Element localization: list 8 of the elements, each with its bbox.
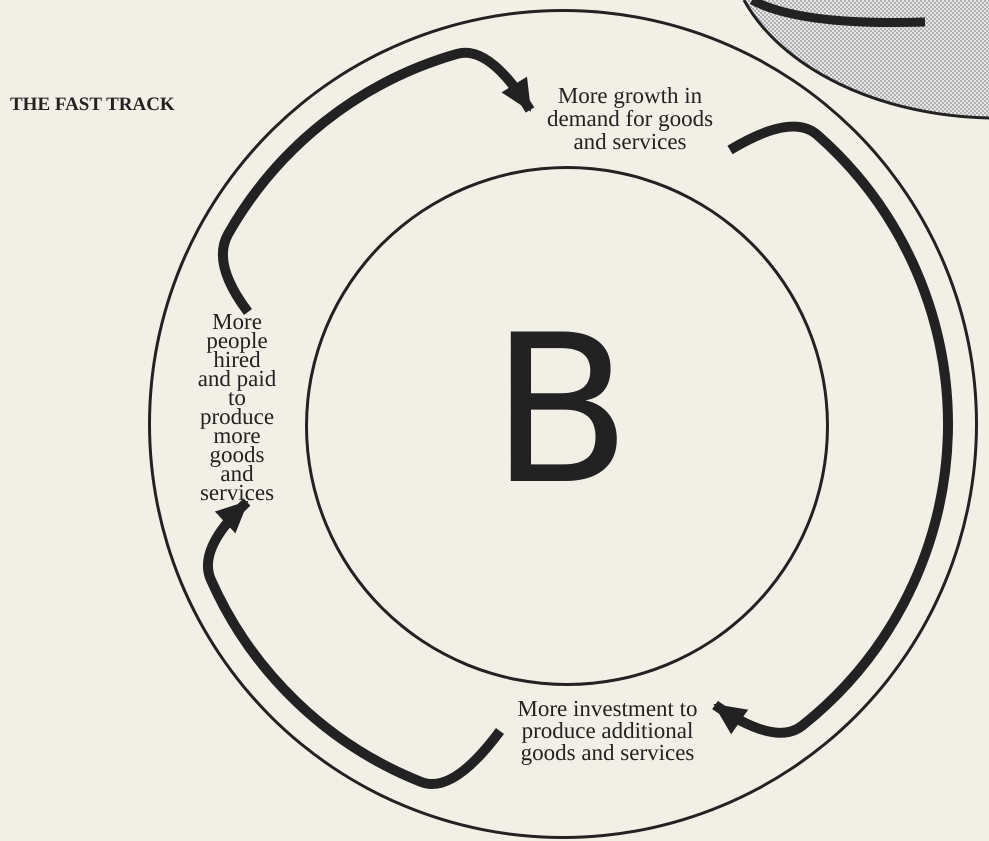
curved-arrow (203, 498, 504, 789)
curved-arrow (218, 48, 534, 315)
big-letter: B (490, 308, 632, 514)
stage-text: More people hired and paid to produce more goods and services (196, 312, 278, 502)
stage-text: More investment to produce additional goods and services (500, 698, 715, 764)
title: THE FAST TRACK (10, 94, 175, 116)
stage-text: More growth in demand for goods and services (530, 84, 730, 153)
curved-arrow (712, 122, 953, 738)
